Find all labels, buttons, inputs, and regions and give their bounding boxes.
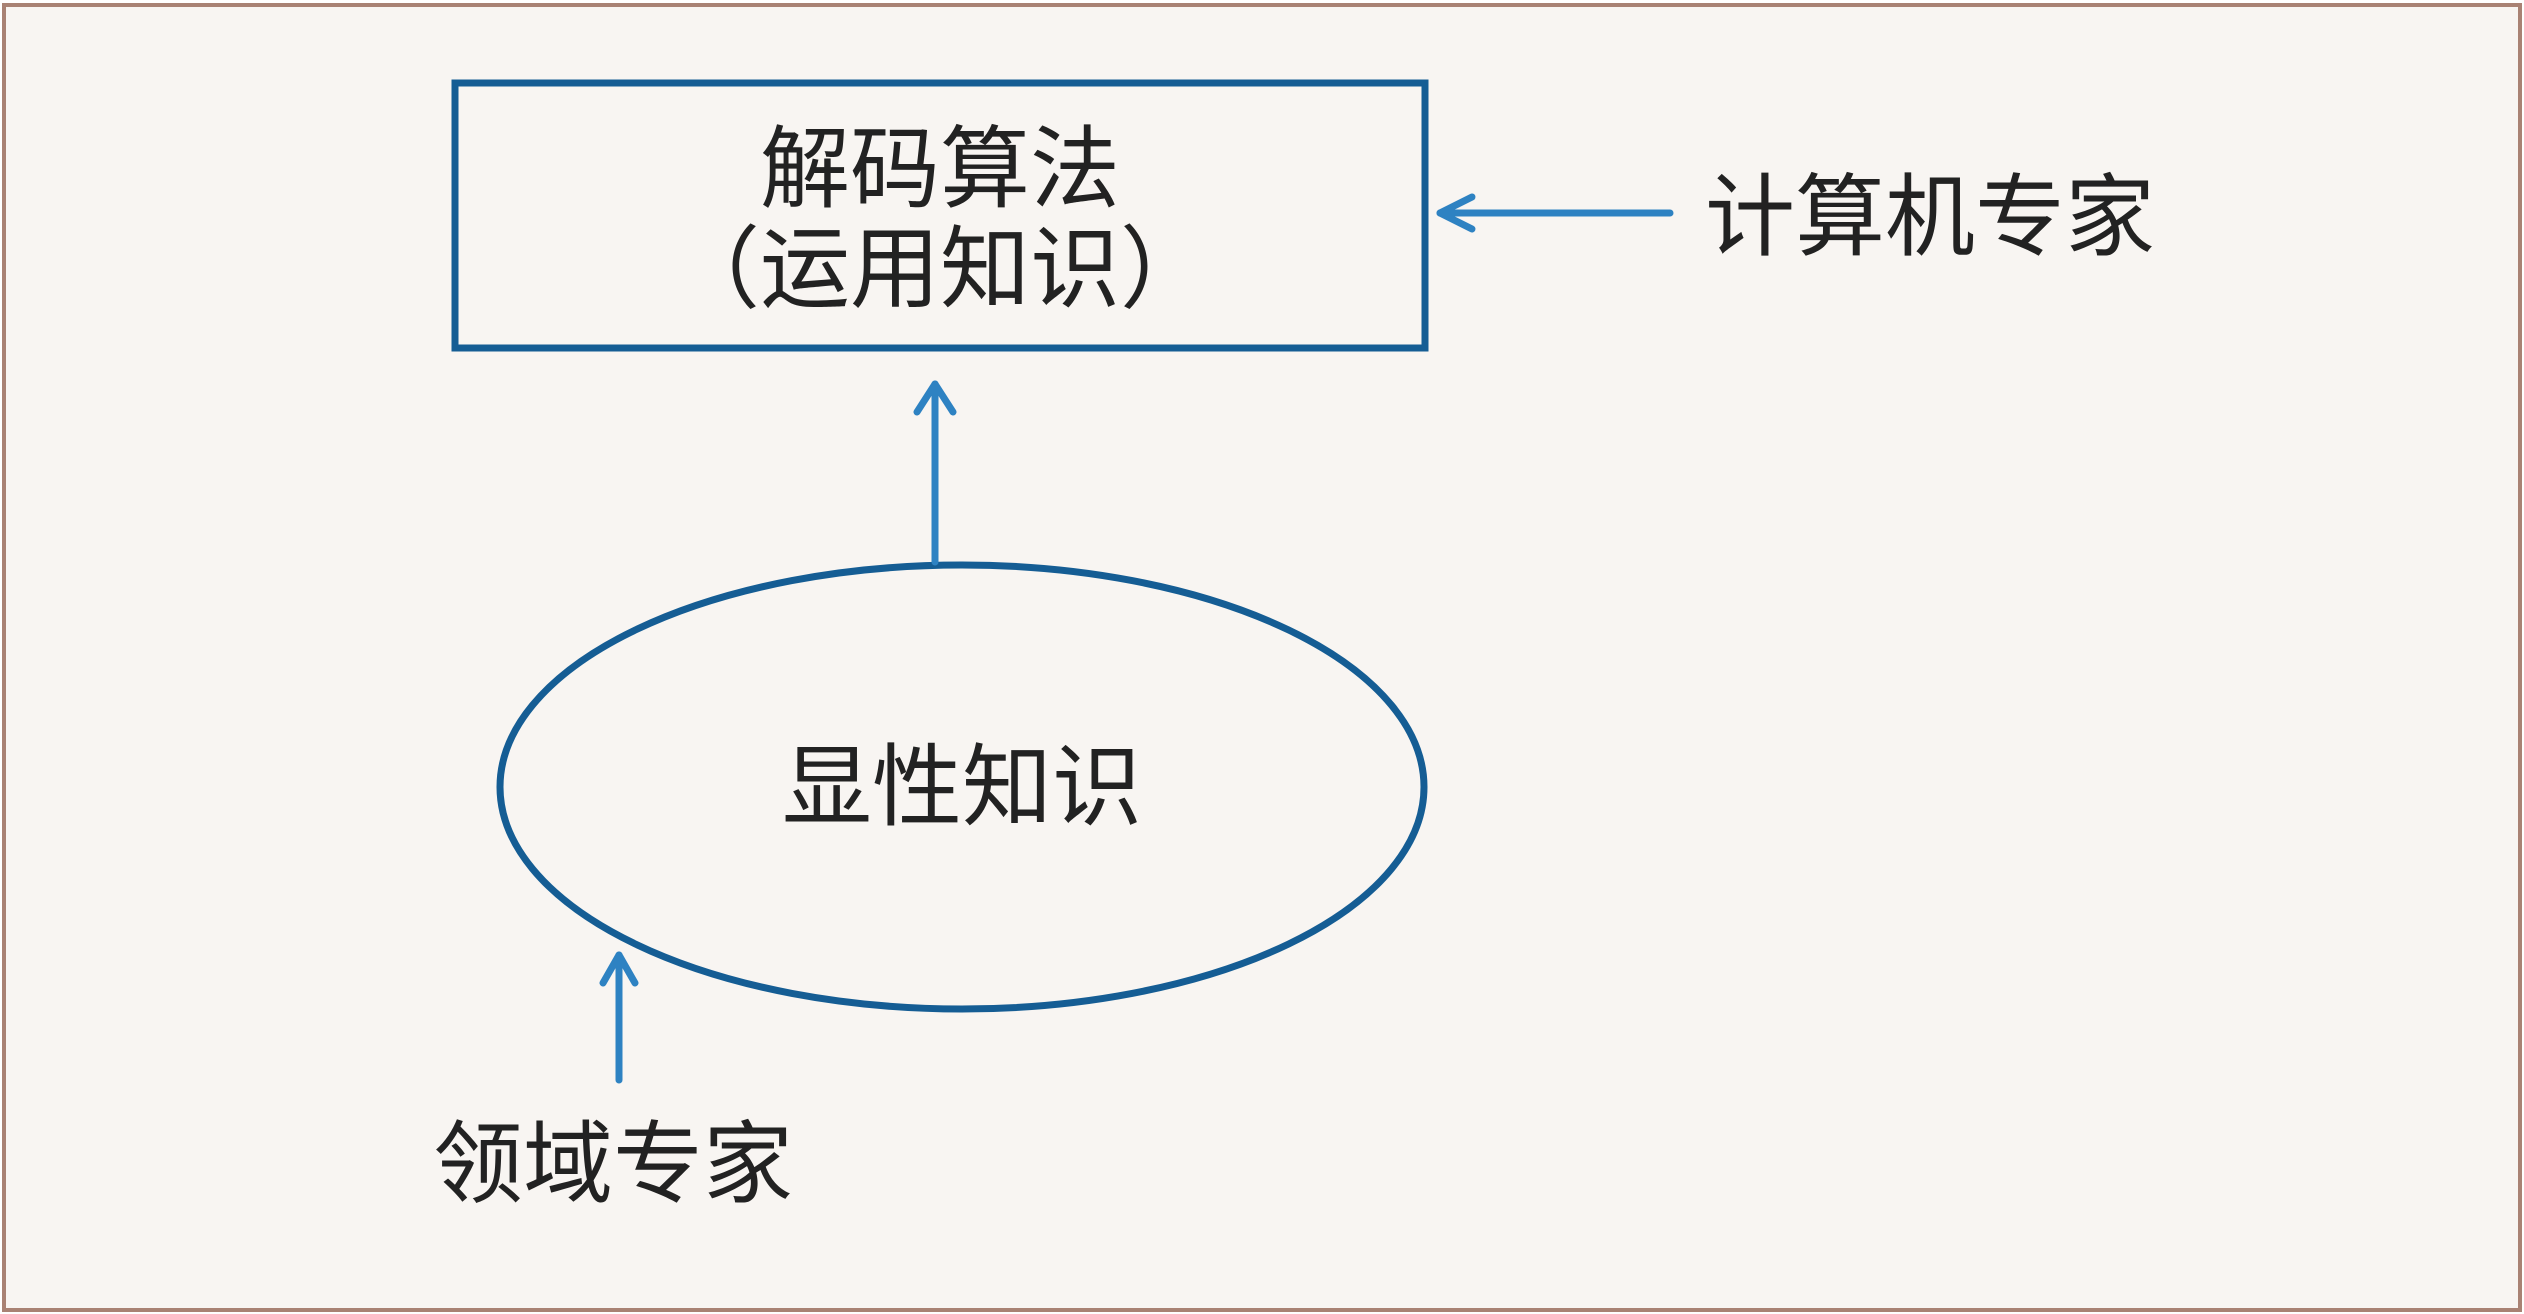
computer-expert-arrow: [1436, 193, 1674, 233]
domain-expert-arrow: [599, 951, 639, 1084]
explicit-knowledge-label: 显性知识: [782, 735, 1142, 840]
domain-expert-label: 领域专家: [433, 1112, 793, 1217]
diagram-frame: [2, 3, 2522, 1312]
computer-expert-label: 计算机专家: [1705, 165, 2155, 270]
decoding-algorithm-label: 解码算法: [760, 117, 1120, 222]
explicit-knowledge-ellipse: [496, 561, 1428, 1013]
apply-knowledge-label: （运用知识）: [670, 217, 1210, 322]
decoding-algorithm-box: [451, 79, 1429, 352]
knowledge-to-algorithm-arrow: [913, 380, 957, 566]
